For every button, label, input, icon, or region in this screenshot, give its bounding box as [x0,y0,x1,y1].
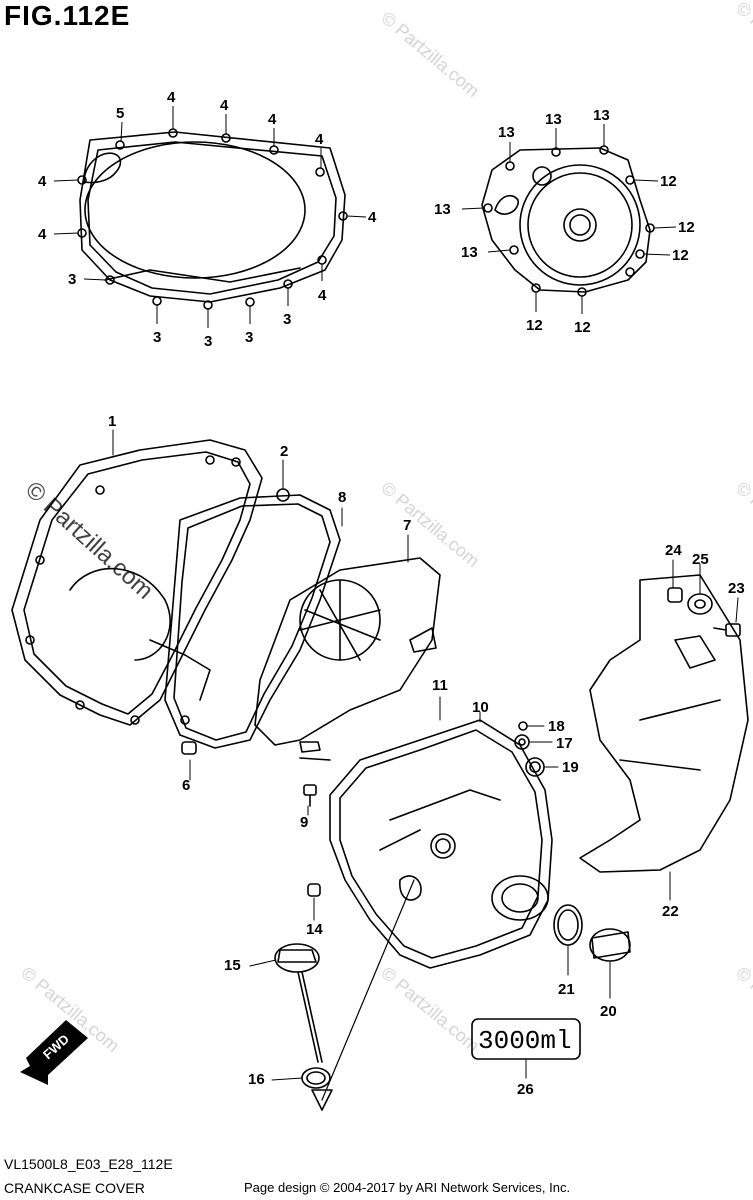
callout-13: 13 [461,244,478,261]
callout-6: 6 [182,777,190,794]
callout-3: 3 [204,333,212,350]
clutch-cover-outer [77,128,348,310]
watermark-text: © Partzilla.com [732,0,753,91]
callout-15: 15 [224,957,241,974]
callout-12: 12 [672,247,689,264]
callout-13: 13 [498,124,515,141]
callout-3: 3 [68,271,76,288]
callout-23: 23 [728,580,745,597]
generator-cover [481,145,655,297]
callout-4: 4 [315,131,324,148]
diagram-code: VL1500L8_E03_E28_112E [4,1156,173,1172]
dowel-pin-14 [307,883,321,897]
callout-13: 13 [593,107,610,124]
callout-26: 26 [517,1081,534,1098]
diagram-name: CRANKCASE COVER [4,1180,145,1196]
bolt-23 [713,623,741,637]
leader-arrow [311,1089,333,1111]
copyright-credit: Page design © 2004-2017 by ARI Network S… [244,1180,571,1195]
o-ring-18 [518,721,528,731]
callout-8: 8 [338,489,346,506]
callout-12: 12 [678,219,695,236]
callout-9: 9 [300,814,308,831]
callout-4: 4 [368,209,377,226]
bolt-24 [667,587,683,603]
gasket-8 [164,494,341,749]
callout-4: 4 [167,89,176,106]
leader-lines [112,429,739,1081]
watermark-text-large: © Partzilla.com [20,476,158,604]
o-ring-21 [553,904,583,946]
watermark-text: © Partzilla.com [377,478,483,571]
callout-16: 16 [248,1071,265,1088]
callout-4: 4 [268,111,277,128]
watermark-text: © Partzilla.com [732,478,753,571]
callout-12: 12 [574,319,591,336]
plug-20 [589,928,631,962]
grommet-25 [687,593,713,615]
cover-plate-7 [254,557,441,753]
callout-14: 14 [306,921,323,938]
figure-title: FIG.112E [4,0,131,31]
callout-7: 7 [403,517,411,534]
callout-22: 22 [662,903,679,920]
callouts: 1 2 8 7 6 9 11 10 18 17 19 14 15 16 21 2… [38,89,745,1098]
oil-capacity-box [471,1018,581,1060]
cover-22 [579,574,749,873]
callout-18: 18 [548,718,565,735]
callout-13: 13 [434,201,451,218]
bolt-9 [299,757,331,807]
callout-11: 11 [432,677,448,694]
plug-17 [514,734,530,750]
callout-13: 13 [545,111,562,128]
callout-3: 3 [245,329,253,346]
callout-12: 12 [660,173,677,190]
callout-4: 4 [38,173,47,190]
crankcase-cover-10 [329,719,553,969]
oil-level-gauge-15 [274,943,323,1063]
watermark-text: © Partzilla.com [377,8,483,101]
callout-4: 4 [318,287,327,304]
dowel-pin-6 [181,741,197,755]
watermark-text: © Partzilla.com [732,963,753,1056]
callout-5: 5 [116,105,124,122]
callout-12: 12 [526,317,543,334]
oil-capacity-label: 3000ml [478,1026,572,1056]
callout-4: 4 [38,226,47,243]
leader-line [321,879,415,1101]
callout-3: 3 [283,311,291,328]
callout-21: 21 [558,981,575,998]
callout-25: 25 [692,551,709,568]
callout-3: 3 [153,329,161,346]
gasket-19 [525,757,545,777]
callout-10: 10 [472,699,489,716]
watermark-text: © Partzilla.com [377,963,483,1056]
callout-2: 2 [280,443,288,460]
callout-17: 17 [556,735,573,752]
callout-4: 4 [220,97,229,114]
callout-24: 24 [665,542,682,559]
top-leader-lines [53,106,677,328]
o-ring-16 [301,1067,331,1089]
callout-19: 19 [562,759,579,776]
callout-1: 1 [108,413,116,430]
crankcase-cover-1 [11,439,263,726]
watermark-group: © Partzilla.com © Partzilla.com © Partzi… [17,0,753,1056]
callout-20: 20 [600,1003,617,1020]
forward-arrow-icon: FWD [20,1020,88,1085]
